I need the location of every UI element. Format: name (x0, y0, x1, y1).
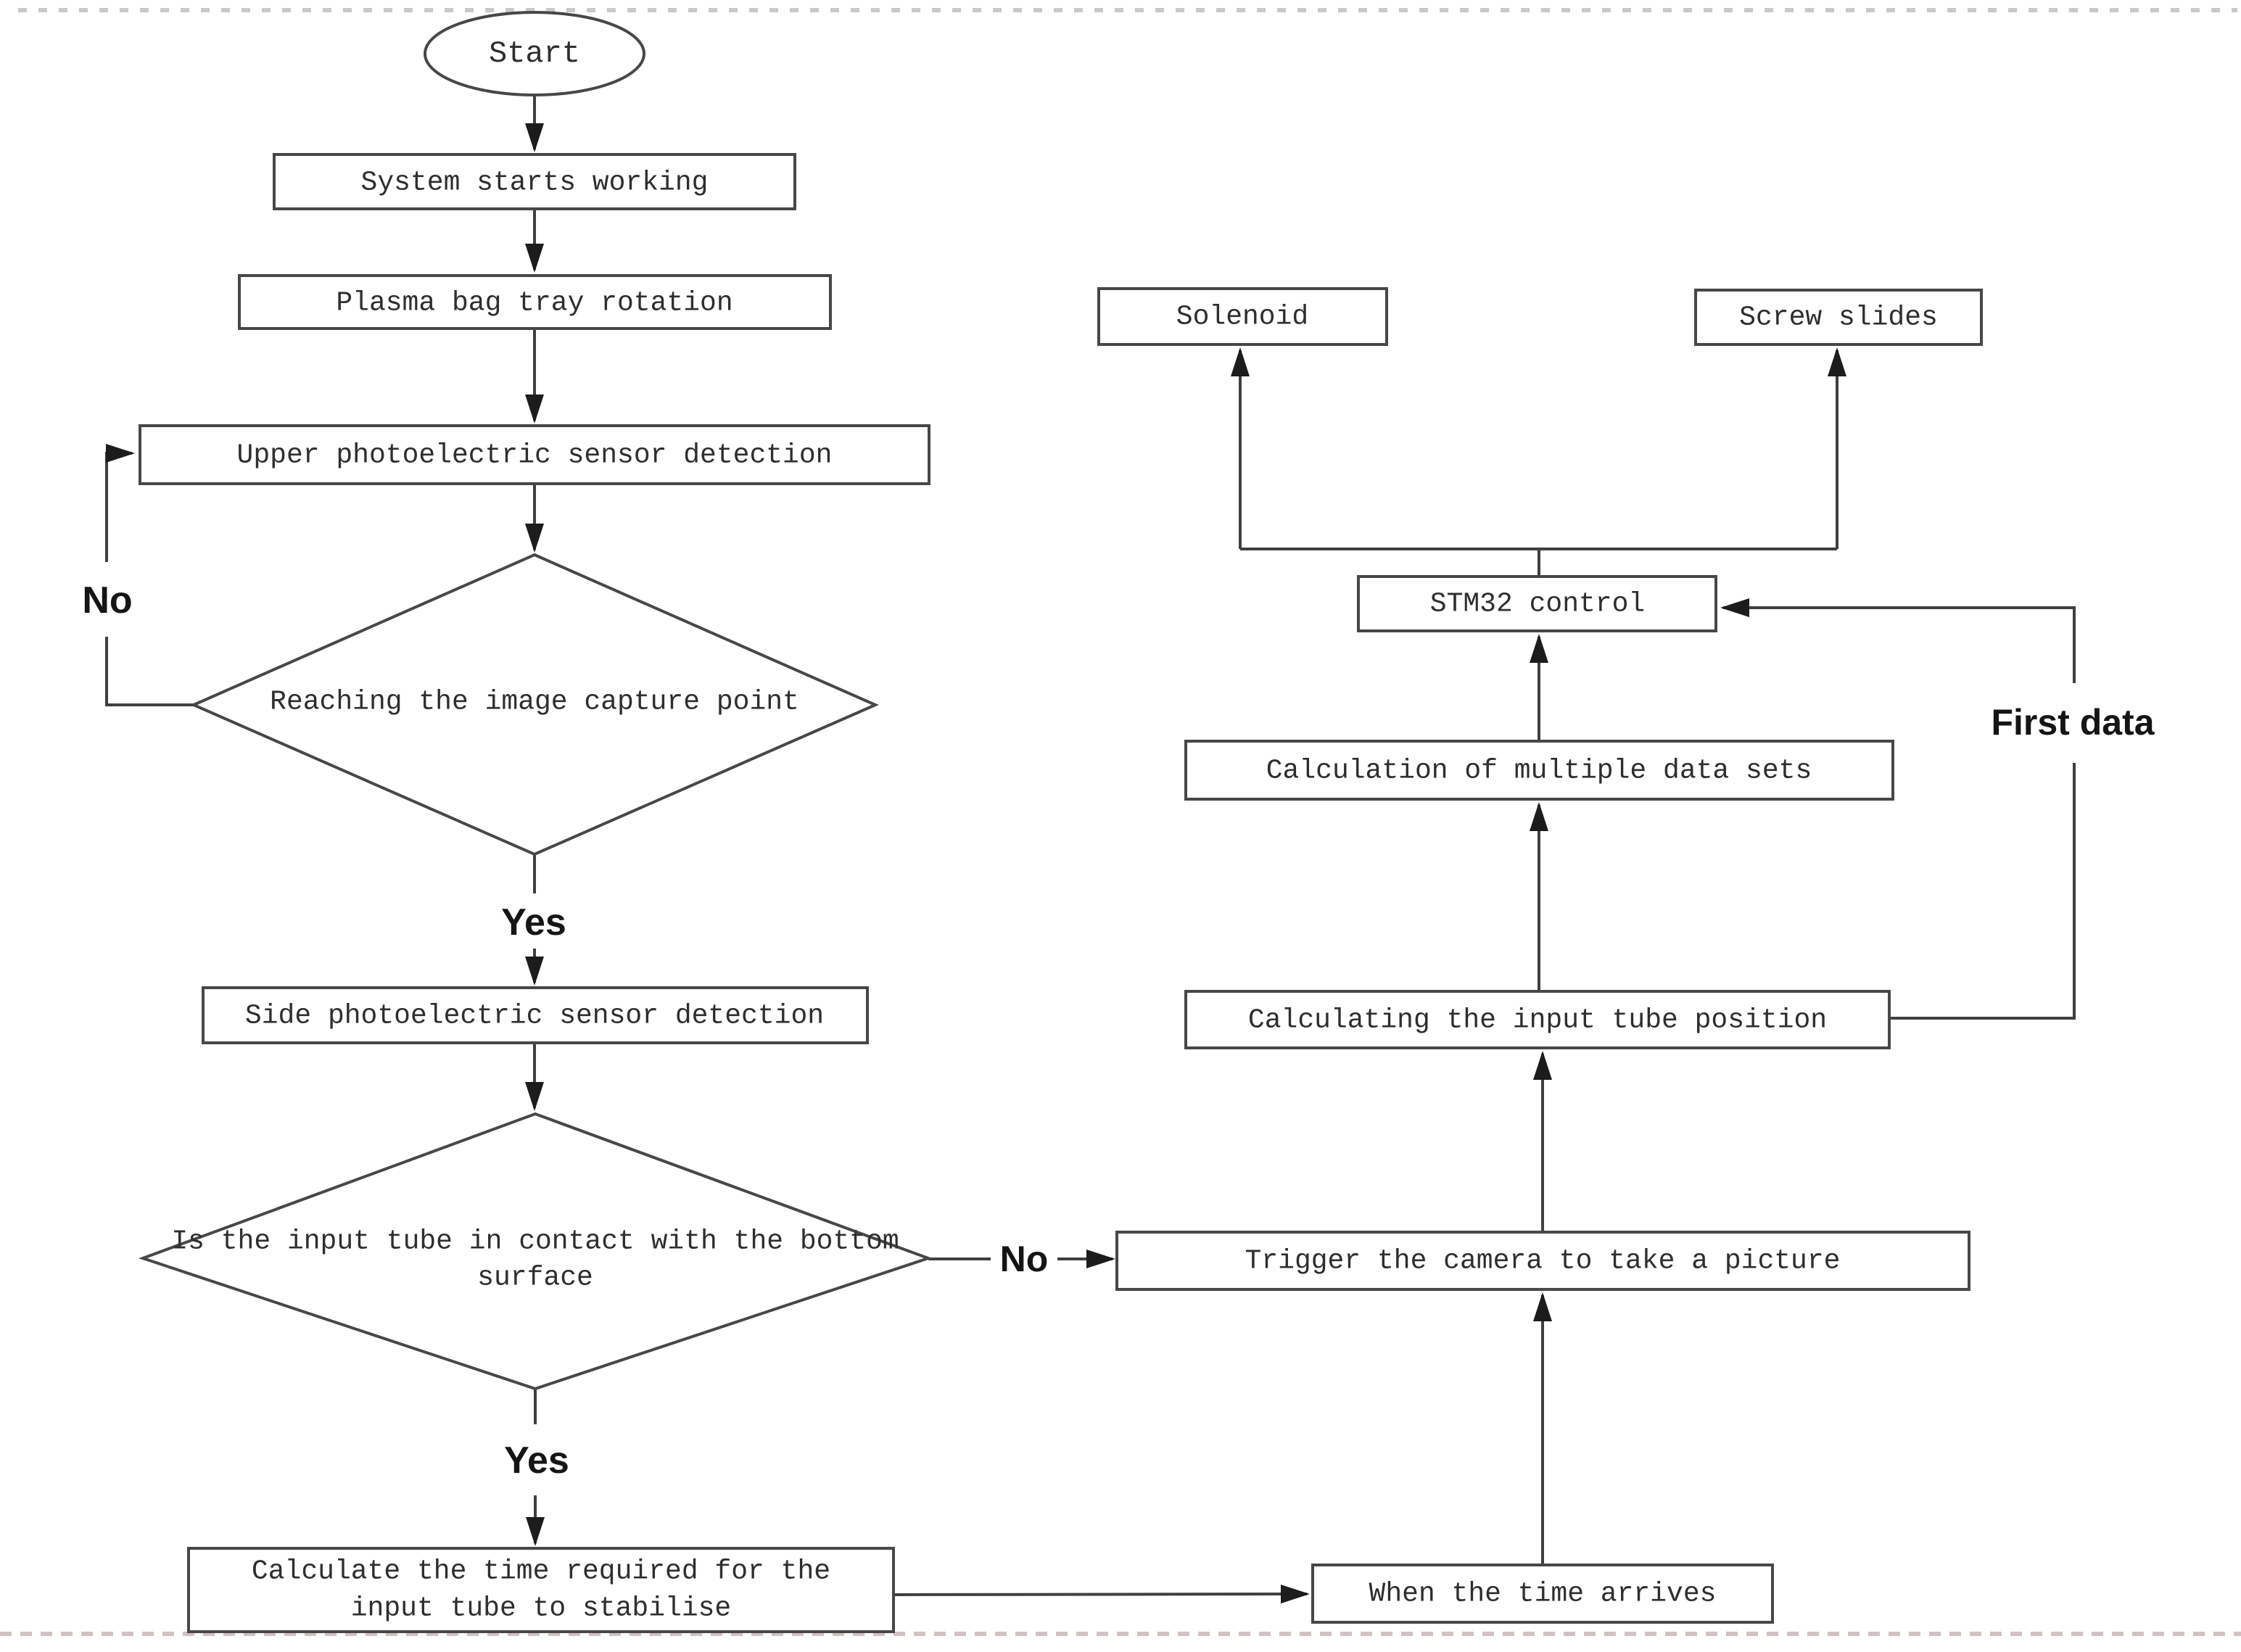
decision2-diamond (138, 1112, 933, 1391)
first-data-label: First data (1991, 702, 2155, 743)
when-box (1311, 1564, 1774, 1624)
screw-slides-box (1694, 289, 1983, 346)
upper-sensor-label: Upper photoelectric sensor detection (237, 440, 833, 471)
decision1-diamond (190, 553, 879, 856)
position-box (1184, 990, 1891, 1049)
trigger-label: Trigger the camera to take a picture (1245, 1246, 1841, 1277)
trigger-box (1115, 1231, 1970, 1291)
start-label: Start (489, 36, 580, 71)
decision1-label: Reaching the image capture point (270, 687, 799, 718)
multi-data-box (1184, 740, 1894, 801)
side-sensor-label: Side photoelectric sensor detection (245, 1001, 824, 1032)
upper-sensor-box (139, 424, 930, 485)
stm32-box (1357, 575, 1717, 632)
arrow-calc-to-when (893, 1585, 1310, 1604)
decision2-yes-label: Yes (504, 1440, 569, 1482)
start-terminator (424, 11, 645, 96)
screw-slides-label: Screw slides (1739, 302, 1938, 334)
calc-time-label-line1: Calculate the time required for the (252, 1556, 830, 1587)
decision2-label-line2: surface (477, 1263, 593, 1294)
first-data-line-arrow (1720, 598, 2076, 683)
decision1-no-label: No (82, 579, 132, 621)
solenoid-box (1097, 287, 1388, 346)
position-label: Calculating the input tube position (1248, 1005, 1827, 1036)
calc-time-box (187, 1547, 895, 1633)
calc-time-label-line2: input tube to stabilise (351, 1593, 732, 1624)
decision2-label-line1: Is the input tube in contact with the bo… (171, 1226, 899, 1257)
plasma-box (238, 274, 832, 330)
decision1-yes-label: Yes (501, 901, 566, 943)
first-data-line-lower (1889, 763, 2076, 1020)
no-loop-line-lower (105, 637, 194, 706)
stm32-label: STM32 control (1430, 589, 1645, 620)
decision2-no-label: No (1000, 1239, 1049, 1279)
no-loop-line-upper (105, 444, 135, 562)
side-sensor-box (202, 986, 869, 1044)
when-label: When the time arrives (1369, 1579, 1717, 1610)
solenoid-label: Solenoid (1176, 302, 1308, 333)
multi-data-label: Calculation of multiple data sets (1266, 756, 1812, 787)
plasma-label: Plasma bag tray rotation (336, 288, 732, 319)
system-box (273, 153, 796, 210)
system-label: System starts working (361, 168, 709, 199)
